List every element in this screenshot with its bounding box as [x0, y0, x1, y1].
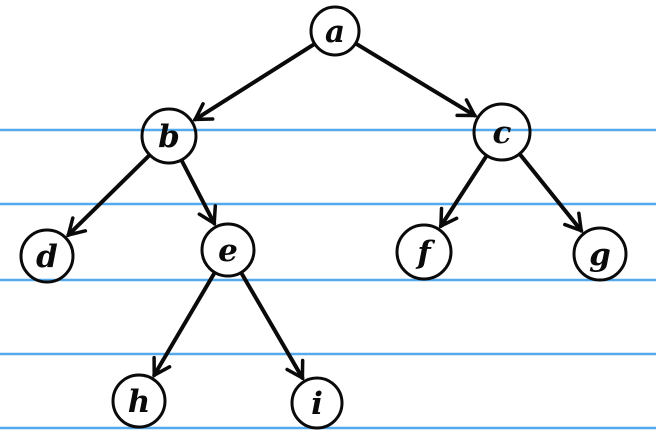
tree-node-f: f: [395, 223, 453, 281]
tree-edge-b-d: [65, 154, 151, 238]
tree-nodes-layer: a b c d e f g h i: [19, 5, 628, 430]
node-label-d: d: [36, 239, 58, 275]
tree-edge-c-f: [438, 155, 488, 229]
tree-edge-e-h: [152, 272, 216, 379]
node-label-e: e: [218, 233, 238, 269]
tree-node-g: g: [572, 226, 628, 282]
node-circle-e: [200, 222, 256, 278]
node-circle-c: [472, 102, 532, 162]
node-label-i: i: [311, 386, 323, 422]
tree-node-h: h: [111, 373, 167, 429]
node-circle-d: [19, 228, 75, 284]
tree-node-a: a: [309, 5, 361, 57]
tree-node-i: i: [290, 376, 344, 430]
node-label-g: g: [589, 237, 611, 273]
tree-node-b: b: [140, 107, 198, 165]
tree-edge-e-i: [240, 272, 305, 381]
node-label-h: h: [128, 384, 151, 420]
tree-node-e: e: [200, 222, 256, 278]
node-label-b: b: [158, 119, 180, 155]
tree-edge-c-g: [518, 153, 584, 234]
tree-node-c: c: [472, 102, 532, 162]
node-circle-i: [290, 376, 344, 430]
node-label-f: f: [415, 235, 435, 271]
node-circle-b: [140, 107, 198, 165]
node-circle-a: [309, 5, 361, 57]
tree-edge-b-e: [180, 159, 218, 227]
ruled-lines-layer: [0, 128, 656, 430]
node-circle-h: [111, 373, 167, 429]
tree-edge-a-c: [355, 42, 478, 118]
node-circle-f: [395, 223, 453, 281]
node-label-c: c: [493, 115, 512, 151]
tree-edge-a-b: [192, 42, 316, 122]
tree-edges-layer: [65, 42, 584, 381]
node-circle-g: [572, 226, 628, 282]
tree-node-d: d: [19, 228, 75, 284]
node-label-a: a: [325, 14, 345, 50]
